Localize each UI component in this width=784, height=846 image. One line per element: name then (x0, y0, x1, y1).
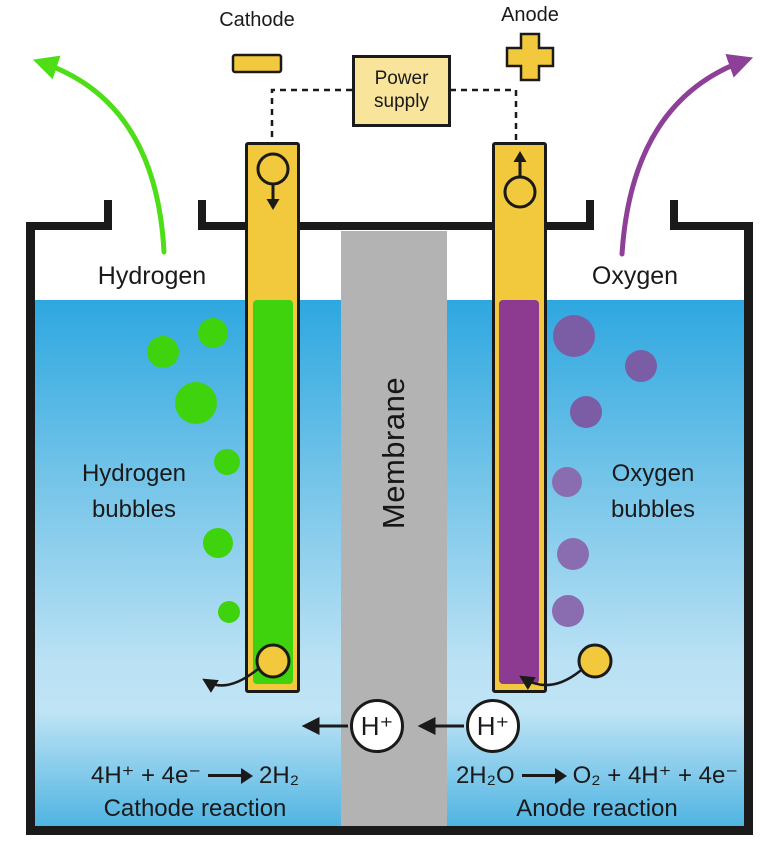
anode-particle-arrow (519, 669, 582, 690)
hydrogen-gas-label: Hydrogen (97, 262, 207, 290)
tank-bottom-wall (26, 826, 753, 835)
tank-left-wall (26, 222, 35, 835)
gas-outlet-stub (104, 200, 112, 230)
gas-outlet-stub (586, 200, 594, 230)
tank-rim-segment (26, 222, 112, 230)
anode-active-surface (499, 300, 539, 684)
cathode-label: Cathode (219, 9, 295, 31)
hydrogen-bubble (175, 382, 217, 424)
oxygen-bubble (625, 350, 657, 382)
proton-ion-right: H⁺ (466, 699, 520, 753)
cathode-reaction-lhs: 4H⁺ + 4e⁻ (90, 762, 202, 789)
cathode-active-surface (253, 300, 293, 684)
proton-label: H⁺ (360, 710, 394, 741)
gas-outlet-stub (670, 200, 678, 230)
proton-ion-left: H⁺ (350, 699, 404, 753)
cathode-particle-arrow (202, 667, 260, 693)
anode-current-symbol (503, 151, 537, 209)
anode-reaction-equation: 2H₂O O₂ + 4H⁺ + 4e⁻ (452, 761, 742, 790)
cathode-reaction-caption: Cathode reaction (103, 795, 287, 822)
plus-terminal-icon (505, 32, 555, 82)
tank-rim-segment (300, 222, 493, 230)
cathode-reaction-rhs: 2H₂ (259, 761, 300, 789)
anode-reaction-lhs: 2H₂O (455, 761, 515, 789)
tank-right-wall (744, 222, 753, 835)
hydrogen-bubble (198, 318, 228, 348)
power-supply-box: Power supply (352, 55, 451, 127)
oxygen-bubble (570, 396, 602, 428)
oxygen-bubble (552, 467, 582, 497)
cathode-catalyst-particle (255, 643, 291, 679)
oxygen-bubble (557, 538, 589, 570)
anode-catalyst-particle (577, 643, 613, 679)
hydrogen-bubble (214, 449, 240, 475)
hydrogen-bubbles-label: Hydrogen bubbles (81, 460, 187, 523)
oxygen-bubbles (552, 315, 657, 627)
hydrogen-bubble (218, 601, 240, 623)
anode-reaction-rhs: O₂ + 4H⁺ + 4e⁻ (572, 762, 739, 789)
reaction-arrow-icon (208, 767, 254, 784)
tank-rim-segment (547, 222, 594, 230)
reaction-arrow-icon (521, 767, 567, 784)
hydrogen-exit-arrow (32, 55, 167, 255)
tank-rim-segment (670, 222, 753, 230)
anode-reaction-caption: Anode reaction (516, 795, 678, 822)
hydrogen-bubble (147, 336, 179, 368)
oxygen-gas-label: Oxygen (591, 262, 679, 290)
hydrogen-bubble (203, 528, 233, 558)
hydrogen-bubbles (147, 318, 240, 623)
cathode-reaction-equation: 4H⁺ + 4e⁻ 2H₂ (50, 761, 340, 790)
anode-label: Anode (501, 4, 559, 26)
power-supply-label: Power supply (374, 68, 429, 112)
oxygen-bubble (553, 315, 595, 357)
cathode-wire (270, 88, 352, 140)
proton-label: H⁺ (476, 710, 510, 741)
oxygen-bubbles-label: Oxygen bubbles (610, 460, 696, 523)
tank-rim-segment (198, 222, 245, 230)
oxygen-exit-arrow (619, 54, 754, 257)
oxygen-bubble (552, 595, 584, 627)
anode-wire (450, 88, 518, 140)
cathode-current-symbol (256, 152, 290, 210)
minus-terminal-icon (231, 53, 283, 74)
gas-outlet-stub (198, 200, 206, 230)
